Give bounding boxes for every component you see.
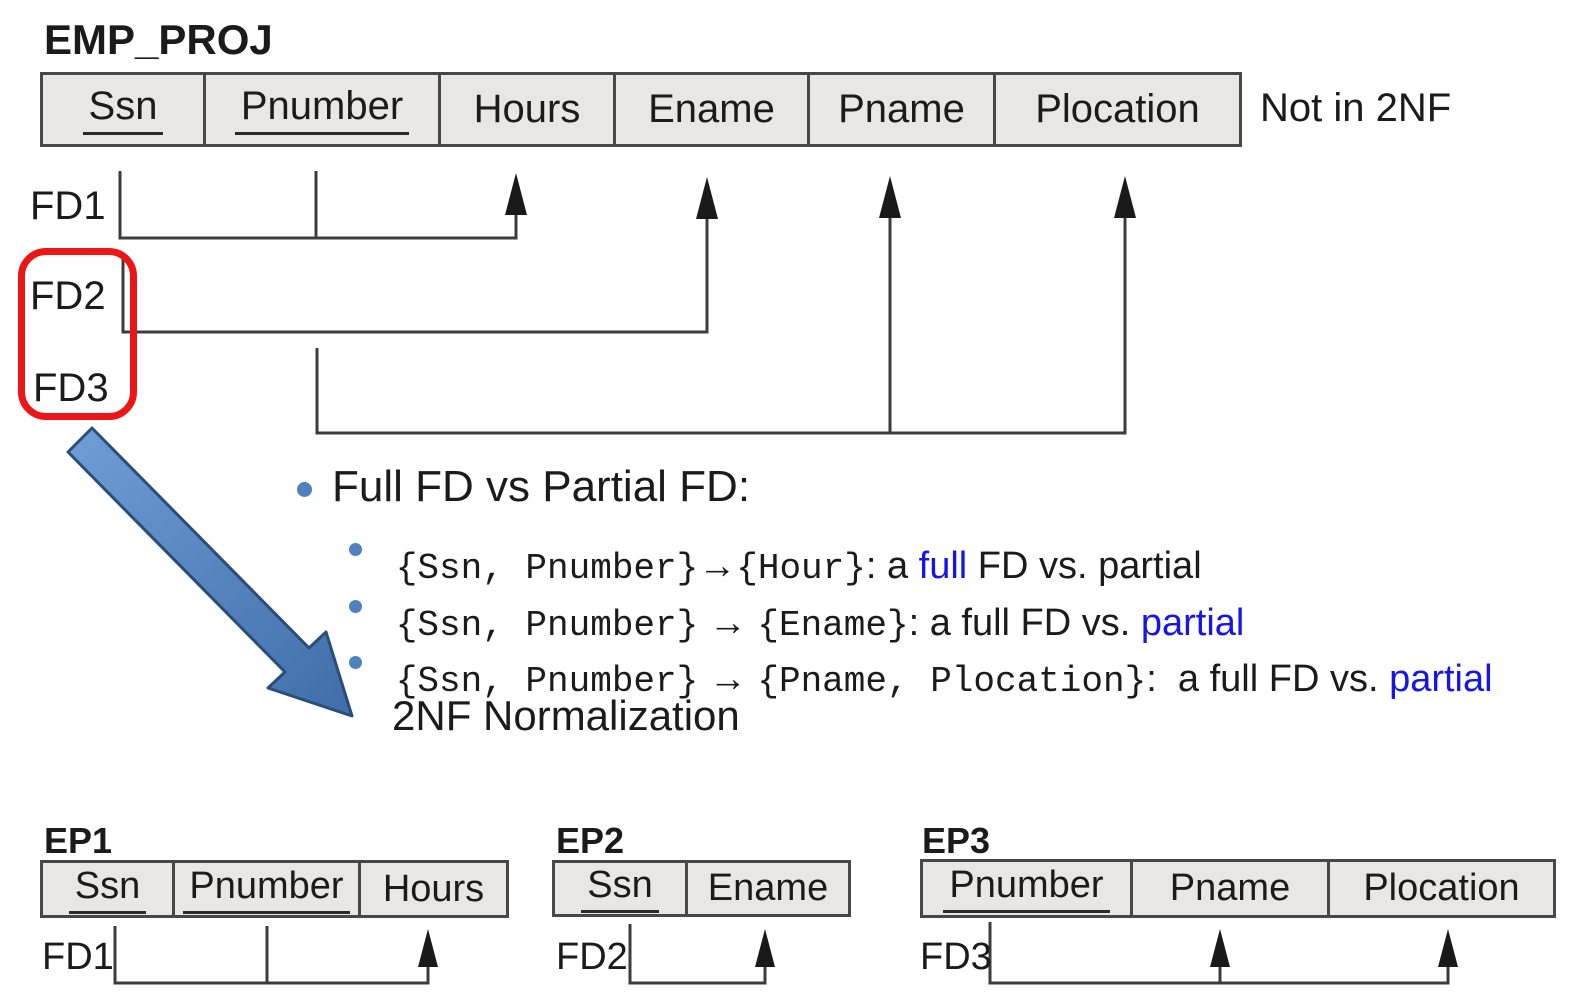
ep2-fd2-label: FD2 — [556, 936, 628, 978]
ep3-col-plocation: Plocation — [1330, 862, 1553, 915]
column-label: Pnumber — [183, 865, 350, 914]
emp-proj-col-hours: Hours — [441, 75, 616, 144]
fd3-arrow-to-plocation — [1114, 176, 1136, 218]
arrow-glyph: → — [698, 545, 737, 587]
ep1-col-hours: Hours — [361, 863, 506, 915]
fd2-note-line: {Ssn, Pnumber} → {Ename}: a full FD vs. … — [395, 602, 1245, 646]
ep3-fd3-dependency-line — [988, 922, 1458, 985]
fd3-dependency-line — [315, 176, 1136, 435]
column-label: Plocation — [1363, 867, 1520, 909]
emp-proj-col-ename: Ename — [616, 75, 810, 144]
fd2-label: FD2 — [30, 274, 106, 318]
normalization-label: 2NF Normalization — [392, 692, 740, 739]
fd3-note-line: {Ssn, Pnumber} → {Pname, Plocation}: a f… — [395, 658, 1493, 702]
fd1-label: FD1 — [30, 184, 106, 228]
arrow-glyph: → — [698, 658, 758, 700]
column-label: Ename — [707, 867, 829, 909]
ep1-title: EP1 — [44, 820, 113, 861]
emp-proj-col-pname: Pname — [810, 75, 996, 144]
fd-lhs: {Ssn, Pnumber} — [395, 548, 699, 589]
arrow-glyph: → — [698, 602, 758, 644]
fd-rhs: {Pname, Plocation} — [757, 661, 1147, 702]
fd2-arrow-to-ename — [696, 177, 718, 219]
bullet-icon — [349, 600, 362, 613]
ep1-table: Ssn Pnumber Hours — [40, 860, 509, 918]
fd-lhs: {Ssn, Pnumber} — [395, 661, 699, 702]
ep1-fd1-dependency-line — [113, 926, 438, 985]
emp-proj-title: EMP_PROJ — [44, 16, 273, 63]
fd-rhs: {Hour} — [736, 548, 866, 589]
column-label: Plocation — [1035, 87, 1200, 131]
column-label: Ssn — [581, 864, 659, 913]
ep3-arrow-to-pname — [1210, 929, 1230, 967]
ep2-fd2-dependency-line — [628, 924, 775, 985]
bullet-icon — [349, 543, 362, 556]
ep3-fd3-label: FD3 — [920, 936, 992, 978]
column-label: Pnumber — [943, 864, 1110, 913]
ep3-arrow-to-plocation — [1438, 929, 1458, 967]
ep2-arrow-to-ename — [755, 929, 775, 967]
partial-fd-highlight-box — [18, 248, 137, 420]
full-vs-partial-heading: Full FD vs Partial FD: — [332, 462, 751, 511]
ep2-title: EP2 — [556, 820, 625, 861]
column-label: Hours — [473, 87, 581, 131]
ep3-title: EP3 — [922, 820, 991, 861]
fd-lhs: {Ssn, Pnumber} — [395, 605, 699, 646]
ep2-table: Ssn Ename — [552, 860, 851, 917]
emp-proj-table: Ssn Pnumber Hours Ename Pname Plocation — [40, 72, 1242, 147]
emp-proj-col-ssn: Ssn — [43, 75, 206, 144]
column-label: Pname — [1169, 867, 1291, 909]
emphasis-partial: partial — [1140, 602, 1245, 644]
ep1-col-pnumber: Pnumber — [175, 863, 361, 915]
fd2-dependency-line — [121, 177, 718, 334]
emphasis-full: full — [918, 545, 968, 587]
fd-rhs: {Ename} — [757, 605, 909, 646]
emp-proj-col-plocation: Plocation — [996, 75, 1239, 144]
not-in-2nf-note: Not in 2NF — [1260, 86, 1452, 130]
ep3-col-pnumber: Pnumber — [923, 862, 1133, 915]
ep1-arrow-to-hours — [418, 929, 438, 967]
column-label: Hours — [382, 867, 485, 910]
ep3-col-pname: Pname — [1133, 862, 1330, 915]
column-label: Pname — [838, 87, 965, 131]
ep3-table: Pnumber Pname Plocation — [920, 859, 1556, 918]
ep2-col-ename: Ename — [688, 863, 848, 914]
emp-proj-col-pnumber: Pnumber — [206, 75, 441, 144]
normalization-arrow-icon — [66, 426, 354, 718]
fd1-arrow-to-hours — [505, 173, 527, 215]
bullet-icon — [349, 656, 362, 669]
fd1-dependency-line — [118, 171, 527, 240]
fd1-note-line: {Ssn, Pnumber}→{Hour}: a full FD vs. par… — [395, 545, 1202, 589]
emphasis-partial: partial — [1389, 658, 1493, 700]
ep1-fd1-label: FD1 — [42, 936, 114, 978]
column-label: Ename — [648, 87, 775, 131]
bullet-icon — [297, 482, 312, 497]
column-label: Ssn — [68, 865, 147, 914]
column-label: Ssn — [82, 84, 164, 135]
ep2-col-ssn: Ssn — [555, 863, 688, 914]
column-label: Pnumber — [234, 84, 410, 135]
ep1-col-ssn: Ssn — [43, 863, 175, 915]
fd3-arrow-to-pname — [879, 176, 901, 218]
